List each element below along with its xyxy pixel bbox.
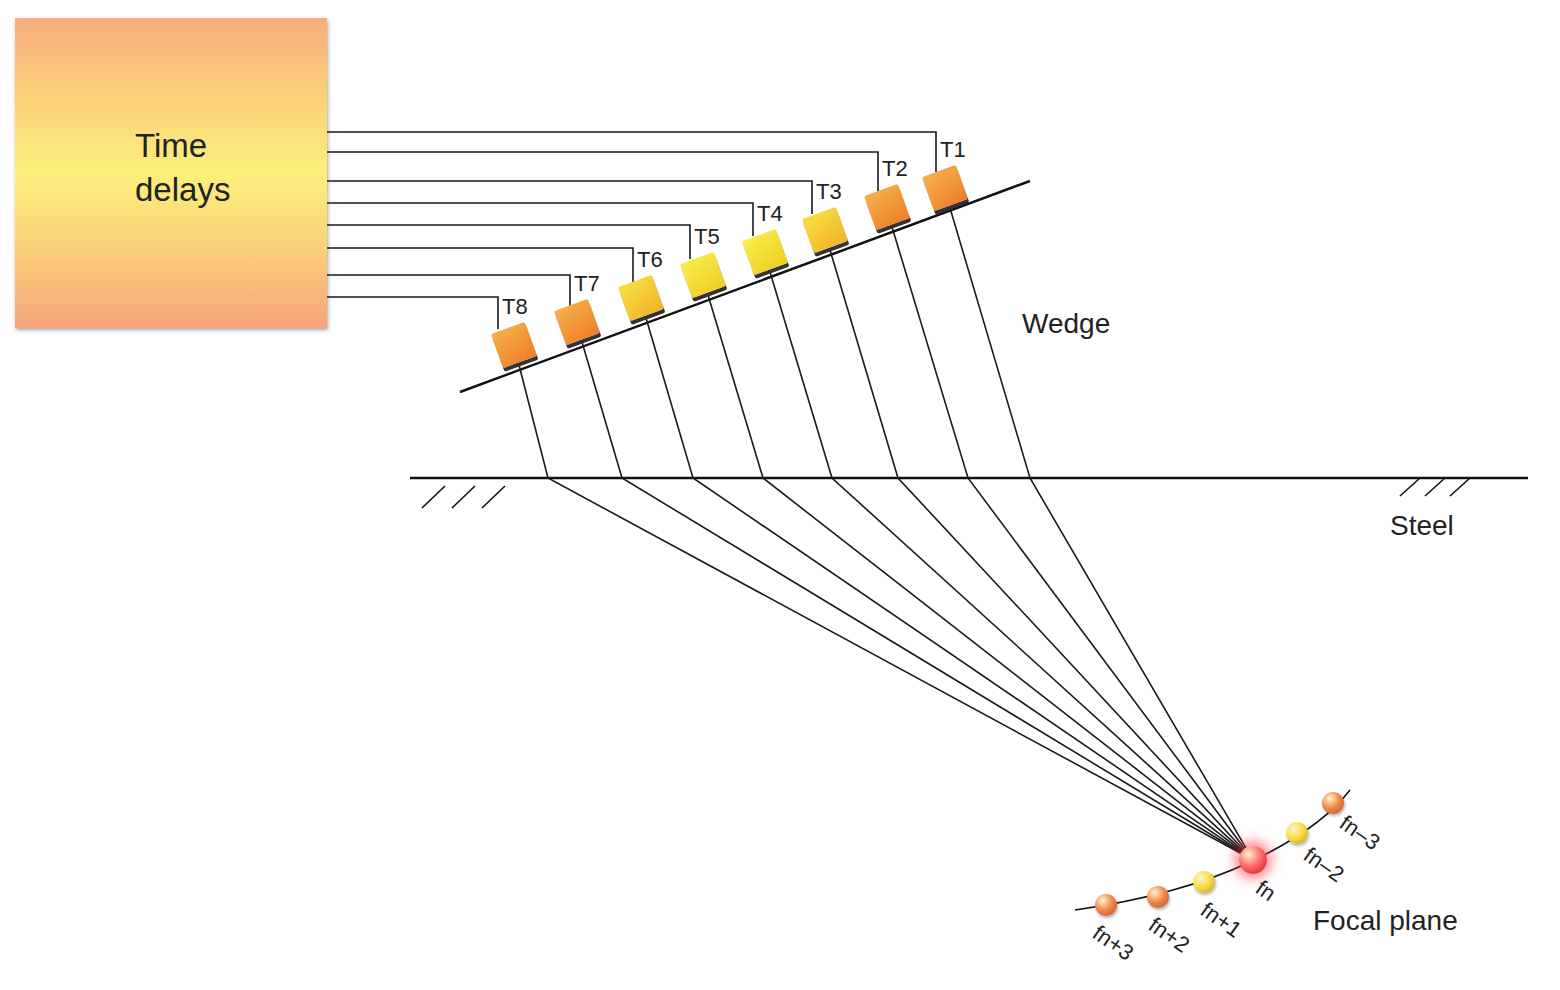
part-label: Wedge xyxy=(1022,308,1110,340)
element-label: T5 xyxy=(694,225,720,249)
beam-path xyxy=(708,295,1242,851)
transducer-square xyxy=(680,252,726,298)
transducer-element: T6 xyxy=(619,276,663,320)
transducer-element: T4 xyxy=(743,230,787,274)
element-label: T4 xyxy=(757,202,783,226)
focal-point: fn xyxy=(1239,846,1267,874)
element-label: T2 xyxy=(882,157,908,181)
transducer-square xyxy=(864,184,910,230)
transducer-square xyxy=(742,229,788,275)
beam-path xyxy=(519,365,1241,853)
beam-path xyxy=(582,342,1241,853)
focal-point: fn+3 xyxy=(1095,894,1117,916)
transducer-square xyxy=(554,299,600,345)
hatching xyxy=(422,478,1470,508)
focal-point: fn+1 xyxy=(1193,871,1215,893)
transducer-element: T7 xyxy=(555,300,599,344)
focal-point: fn+2 xyxy=(1147,886,1169,908)
element-label: T1 xyxy=(940,138,966,162)
focal-plane-line xyxy=(1075,790,1350,910)
signal-wire xyxy=(327,181,812,214)
focal-label: fn xyxy=(1251,876,1280,906)
part-label: Steel xyxy=(1390,510,1454,542)
transducer-square xyxy=(491,322,537,368)
beam-path xyxy=(950,208,1246,848)
element-label: T3 xyxy=(816,180,842,204)
focal-label: fn–3 xyxy=(1335,811,1384,855)
element-label: T8 xyxy=(502,295,528,319)
signal-wire xyxy=(327,297,498,329)
focal-label: fn–2 xyxy=(1299,843,1348,887)
transducer-element: T5 xyxy=(681,253,725,297)
transducer-element: T1 xyxy=(923,166,967,210)
signal-wire xyxy=(327,203,753,236)
beam-path xyxy=(770,272,1243,851)
beam-path xyxy=(646,318,1241,852)
wedge-surface xyxy=(460,181,1030,392)
transducer-square xyxy=(802,207,848,253)
box-label: Time delays xyxy=(135,124,255,212)
part-label: Focal plane xyxy=(1313,905,1458,937)
beam-path xyxy=(830,250,1244,850)
transducer-element: T8 xyxy=(492,323,536,367)
focal-label: fn+3 xyxy=(1088,921,1137,966)
signal-wire xyxy=(327,275,570,306)
focal-point: fn–3 xyxy=(1322,792,1344,814)
element-label: T6 xyxy=(637,248,663,272)
process-box: Time delays xyxy=(15,18,327,328)
transducer-element: T2 xyxy=(865,185,909,229)
transducer-square xyxy=(922,165,968,211)
transducer-square xyxy=(618,275,664,321)
focal-label: fn+2 xyxy=(1144,913,1193,958)
element-label: T7 xyxy=(574,272,600,296)
focal-point: fn–2 xyxy=(1286,822,1308,844)
transducer-element: T3 xyxy=(803,208,847,252)
focal-label: fn+1 xyxy=(1196,898,1245,943)
beam-path xyxy=(892,227,1245,849)
signal-wire xyxy=(327,152,878,191)
signal-wire xyxy=(327,225,690,259)
